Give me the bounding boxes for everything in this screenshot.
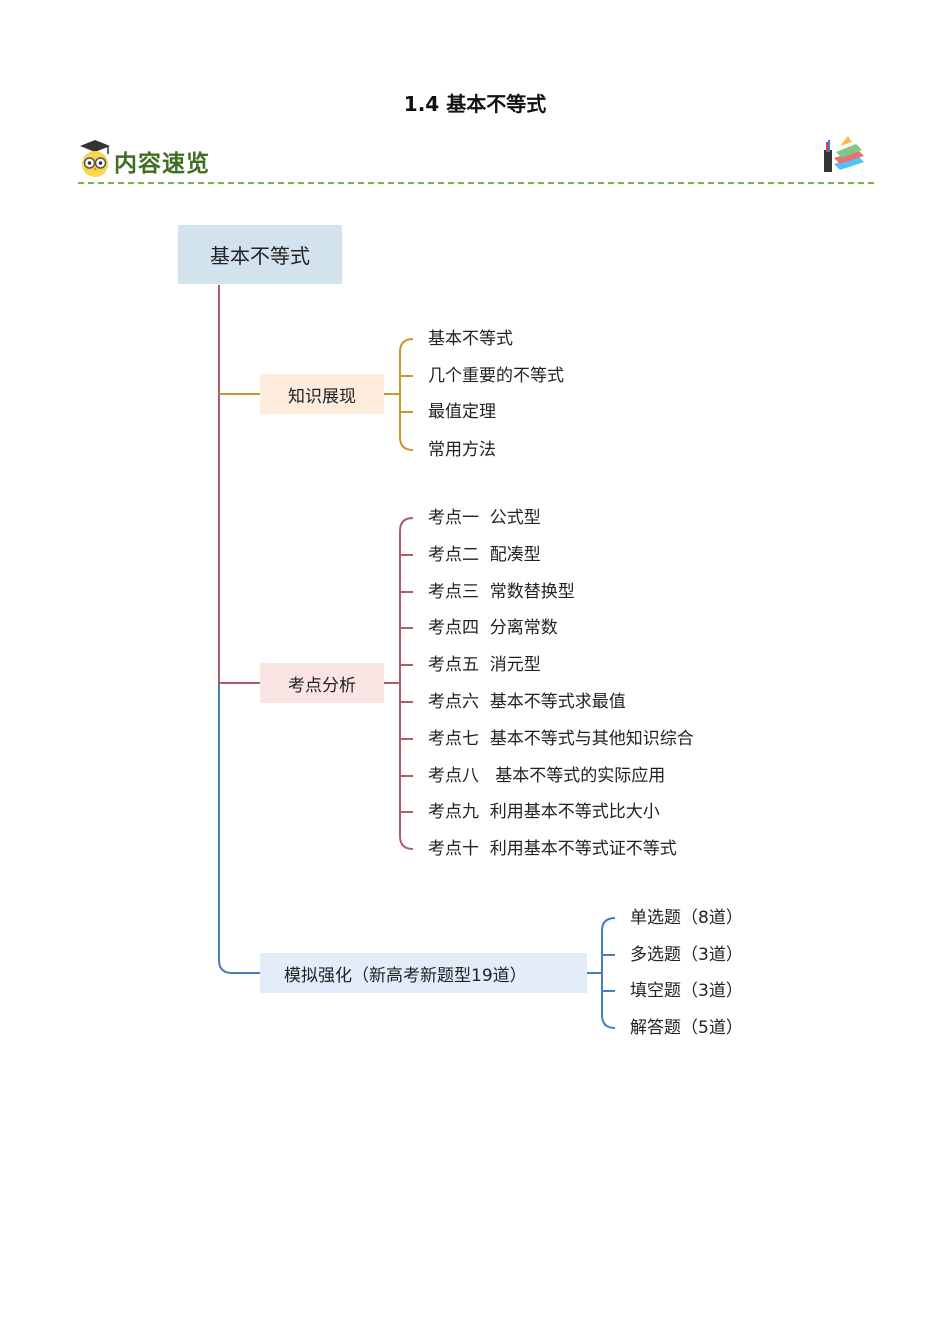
section-header: 内容速览 xyxy=(78,136,874,186)
leaf-exam-point-4: 考点四 分离常数 xyxy=(428,618,558,638)
trunk-line-lower xyxy=(218,683,260,974)
branch-practice: 模拟强化（新高考新题型19道） xyxy=(260,953,587,993)
leaf-exam-point-8: 考点八 基本不等式的实际应用 xyxy=(428,766,666,786)
leaf-exam-point-7: 考点七 基本不等式与其他知识综合 xyxy=(428,729,694,749)
branch-exam-points: 考点分析 xyxy=(260,663,384,703)
bracket-branch-3 xyxy=(587,917,616,1029)
books-icon xyxy=(824,136,864,172)
leaf-practice-2: 多选题（3道） xyxy=(630,945,743,965)
leaf-practice-4: 解答题（5道） xyxy=(630,1018,743,1038)
owl-scholar-icon xyxy=(80,140,110,177)
section-title: 内容速览 xyxy=(114,151,210,177)
leaf-exam-point-3: 考点三 常数替换型 xyxy=(428,582,575,602)
leaf-exam-point-9: 考点九 利用基本不等式比大小 xyxy=(428,802,660,822)
page-title: 1.4 基本不等式 xyxy=(403,92,547,116)
leaf-exam-point-10: 考点十 利用基本不等式证不等式 xyxy=(428,839,677,859)
leaf-knowledge-1: 基本不等式 xyxy=(428,329,513,349)
leaf-knowledge-2: 几个重要的不等式 xyxy=(428,366,564,386)
mindmap-root: 基本不等式 xyxy=(178,225,342,284)
section-divider xyxy=(78,182,874,184)
leaf-exam-point-1: 考点一 公式型 xyxy=(428,508,541,528)
leaf-exam-point-2: 考点二 配凑型 xyxy=(428,545,541,565)
leaf-exam-point-5: 考点五 消元型 xyxy=(428,655,541,675)
bracket-branch-1 xyxy=(384,338,414,451)
leaf-exam-point-6: 考点六 基本不等式求最值 xyxy=(428,692,626,712)
leaf-practice-1: 单选题（8道） xyxy=(630,908,743,928)
bracket-branch-2 xyxy=(384,517,414,850)
leaf-knowledge-3: 最值定理 xyxy=(428,402,496,422)
leaf-knowledge-4: 常用方法 xyxy=(428,440,496,460)
leaf-practice-3: 填空题（3道） xyxy=(630,981,743,1001)
branch-knowledge: 知识展现 xyxy=(260,374,384,414)
